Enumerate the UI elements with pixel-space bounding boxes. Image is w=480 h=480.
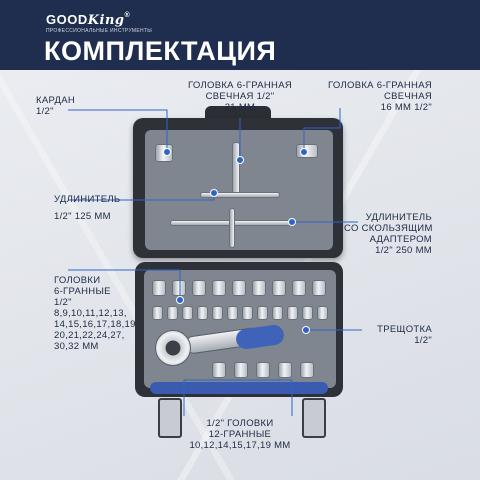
- case-latch-right: [302, 398, 326, 438]
- header-banner: [0, 0, 480, 70]
- socket: [292, 280, 306, 296]
- socket: [317, 306, 328, 320]
- socket: [167, 306, 178, 320]
- leader-spark16: [303, 108, 341, 152]
- socket: [252, 280, 266, 296]
- label-spark16-line1: ГОЛОВКА 6-ГРАННАЯ: [327, 80, 432, 91]
- socket: [152, 306, 163, 320]
- socket: [172, 280, 186, 296]
- extension-125: [200, 192, 280, 198]
- socket: [182, 306, 193, 320]
- socket: [312, 280, 326, 296]
- label-heads6-line7: 30,32 ММ: [54, 341, 99, 352]
- label-ratchet-line2: 1/2": [414, 335, 432, 346]
- socket: [300, 362, 314, 378]
- marker-ext250: [288, 218, 296, 226]
- label-ratchet-line1: ТРЕЩОТКА: [377, 324, 432, 335]
- socket: [242, 306, 253, 320]
- label-spark21-line2: СВЕЧНАЯ 1/2": [205, 91, 275, 102]
- label-heads6-line6: 20,21,22,24,27,: [54, 330, 125, 341]
- socket: [197, 306, 208, 320]
- label-spark16-line3: 16 ММ 1/2": [380, 102, 432, 113]
- label-heads12: 1/2" ГОЛОВКИ 12-ГРАННЫЕ 10,12,14,15,17,1…: [184, 418, 296, 451]
- leader-kardan: [68, 109, 168, 152]
- label-heads6-line5: 14,15,16,17,18,19,: [54, 319, 139, 330]
- label-ext250: УДЛИНИТЕЛЬ СО СКОЛЬЗЯЩИМ АДАПТЕРОМ 1/2" …: [344, 212, 432, 256]
- label-spark16: ГОЛОВКА 6-ГРАННАЯ СВЕЧНАЯ 16 ММ 1/2": [316, 80, 432, 113]
- marker-ratchet: [302, 326, 310, 334]
- label-ext125-line2: 1/2" 125 ММ: [54, 211, 111, 222]
- label-spark16-line2: СВЕЧНАЯ: [383, 91, 432, 102]
- socket: [272, 280, 286, 296]
- marker-spark21: [236, 156, 244, 164]
- socket: [227, 306, 238, 320]
- label-spark21: ГОЛОВКА 6-ГРАННАЯ СВЕЧНАЯ 1/2" 21 ММ: [184, 80, 296, 113]
- ratchet-head: [155, 330, 191, 366]
- label-heads12-line2: 12-ГРАННЫЕ: [208, 429, 272, 440]
- label-heads12-line1: 1/2" ГОЛОВКИ: [206, 418, 274, 429]
- label-ext250-line2: СО СКОЛЬЗЯЩИМ: [344, 223, 433, 234]
- socket: [212, 306, 223, 320]
- label-ext250-line4: 1/2" 250 ММ: [375, 245, 432, 256]
- label-ratchet: ТРЕЩОТКА 1/2": [360, 324, 432, 346]
- brand-name-good: GOOD: [46, 12, 88, 27]
- leader-heads12: [183, 379, 293, 416]
- label-heads6-line3: 1/2": [54, 297, 72, 308]
- label-heads6: ГОЛОВКИ 6-ГРАННЫЕ 1/2" 8,9,10,11,12,13, …: [54, 275, 139, 352]
- marker-spark16: [300, 148, 308, 156]
- label-heads6-line1: ГОЛОВКИ: [54, 275, 101, 286]
- marker-heads6: [176, 296, 184, 304]
- socket: [212, 280, 226, 296]
- label-spark21-line3: 21 ММ: [224, 102, 256, 113]
- label-kardan-line2: 1/2": [36, 106, 54, 117]
- marker-kardan: [163, 148, 171, 156]
- socket: [278, 362, 292, 378]
- socket: [272, 306, 283, 320]
- socket: [256, 362, 270, 378]
- leader-heads6: [68, 269, 181, 300]
- socket: [192, 280, 206, 296]
- label-spark21-line1: ГОЛОВКА 6-ГРАННАЯ: [187, 80, 292, 91]
- brand-name-king: King: [87, 13, 125, 28]
- case-latch-left: [158, 398, 182, 438]
- socket: [234, 362, 248, 378]
- label-ext125: УДЛИНИТЕЛЬ 1/2" 125 ММ: [54, 194, 120, 222]
- brand-tagline: ПРОФЕССИОНАЛЬНЫЕ ИНСТРУМЕНТЫ: [46, 28, 153, 34]
- socket: [287, 306, 298, 320]
- label-kardan-line1: КАРДАН: [36, 95, 76, 106]
- marker-ext125: [210, 189, 218, 197]
- label-kardan: КАРДАН 1/2": [36, 95, 75, 117]
- label-ext250-line3: АДАПТЕРОМ: [369, 234, 432, 245]
- brand-logo: GOODKing®: [46, 12, 130, 28]
- socket: [232, 280, 246, 296]
- case-blue-trim: [150, 382, 328, 394]
- label-heads12-line3: 10,12,14,15,17,19 ММ: [189, 440, 291, 451]
- socket: [152, 280, 166, 296]
- socket: [212, 362, 226, 378]
- page-title: КОМПЛЕКТАЦИЯ: [44, 36, 277, 66]
- brand-reg-mark: ®: [124, 12, 131, 19]
- label-heads6-line2: 6-ГРАННЫЕ: [54, 286, 111, 297]
- label-ext250-line1: УДЛИНИТЕЛЬ: [365, 212, 432, 223]
- label-heads6-line4: 8,9,10,11,12,13,: [54, 308, 127, 319]
- label-ext125-line1: УДЛИНИТЕЛЬ: [54, 194, 121, 205]
- socket: [257, 306, 268, 320]
- socket: [302, 306, 313, 320]
